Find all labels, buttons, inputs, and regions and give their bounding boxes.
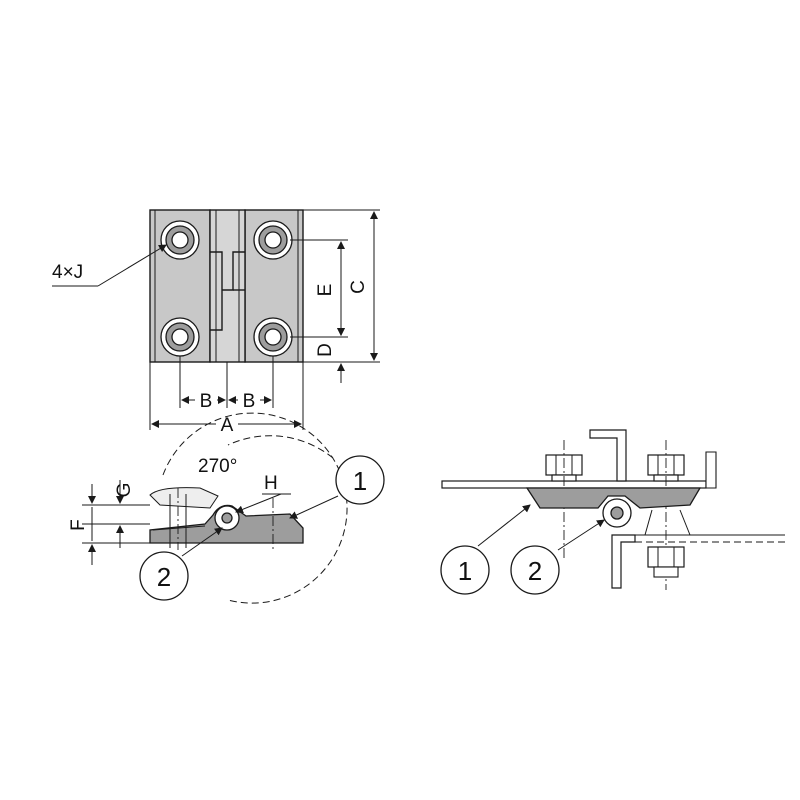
lower-bracket	[611, 534, 636, 589]
hole-bottom-left	[160, 317, 200, 357]
dim-a-label: A	[221, 415, 234, 436]
installation-view: 1 2	[440, 429, 785, 595]
rotation-arc	[162, 412, 348, 604]
dim-h-label: H	[264, 473, 278, 494]
side-callout-1	[335, 455, 385, 505]
dim-b-left-label: B	[200, 391, 213, 412]
dim-b-right-label: B	[243, 391, 256, 412]
svg-text:1: 1	[458, 556, 472, 586]
hole-bottom-right	[253, 317, 293, 357]
top-view: 4×J C E D B B A	[52, 209, 380, 436]
bolt-right	[647, 440, 685, 590]
svg-text:2: 2	[528, 556, 542, 586]
rotated-leaf-ghost	[149, 487, 219, 509]
dim-d-label: D	[315, 343, 336, 357]
knuckle	[209, 209, 246, 363]
install-callout-2	[510, 545, 560, 595]
dim-g-label: G	[114, 483, 135, 498]
lower-nut	[647, 546, 685, 578]
holes-leader	[97, 244, 167, 287]
side-callout-2	[139, 551, 189, 601]
angle-label: 270°	[198, 456, 237, 477]
hole-top-left	[160, 220, 200, 260]
holes-label: 4×J	[52, 262, 83, 283]
svg-text:1: 1	[353, 466, 367, 496]
dim-f-label: F	[68, 519, 89, 531]
install-hinge-body	[525, 487, 702, 509]
install-callout-1	[440, 545, 490, 595]
upper-bracket	[589, 429, 627, 482]
dim-h-leader	[235, 493, 282, 514]
bolt-left	[545, 440, 583, 560]
hole-top-right	[253, 220, 293, 260]
svg-text:2: 2	[157, 562, 171, 592]
side-view: 270° H F G 1 2	[68, 412, 385, 604]
dim-c-label: C	[348, 280, 369, 294]
dim-e-label: E	[315, 284, 336, 297]
